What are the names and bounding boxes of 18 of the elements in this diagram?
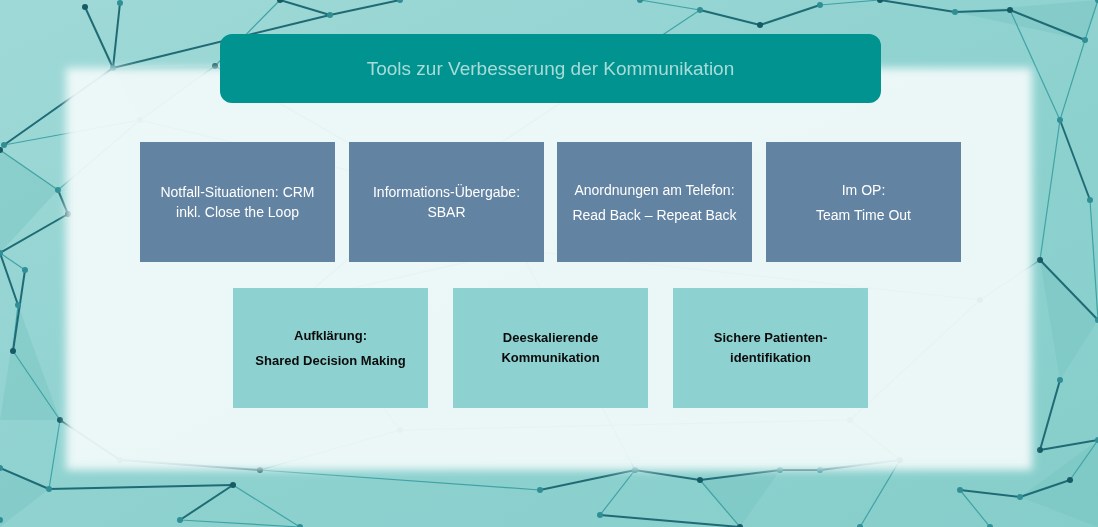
box-text: Aufklärung: xyxy=(294,326,367,345)
topic-box xyxy=(349,142,544,262)
topic-box xyxy=(673,288,868,408)
box-text: Informations-Übergabe: SBAR xyxy=(371,183,522,222)
topic-box xyxy=(140,142,335,262)
box-text: Im OP: xyxy=(841,180,886,200)
box-text: Notfall-Situationen: CRM inkl. Close the Loop xyxy=(159,183,316,222)
topic-box xyxy=(233,288,428,408)
topic-box xyxy=(557,142,752,262)
box-text: Deeskalierende Kommunikation xyxy=(500,329,601,367)
topic-box xyxy=(453,288,648,408)
box-text: Team Time Out xyxy=(816,205,911,225)
box-text: Sichere Patienten-identifikation xyxy=(712,329,829,367)
box-text: Anordnungen am Telefon: xyxy=(574,180,735,200)
topic-box xyxy=(766,142,961,262)
title-banner: Tools zur Verbesserung der Kommunikation xyxy=(220,34,881,103)
box-text: Shared Decision Making xyxy=(255,351,406,370)
box-text: Read Back – Repeat Back xyxy=(572,205,737,225)
